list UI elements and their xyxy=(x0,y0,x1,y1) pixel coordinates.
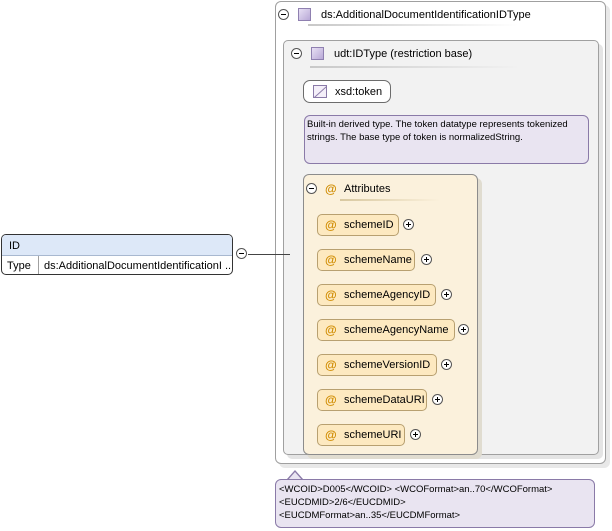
restriction-type-icon xyxy=(311,47,324,60)
attributes-group-label: Attributes xyxy=(344,183,391,195)
token-type-name: xsd:token xyxy=(335,86,383,98)
attribute-item-schemeid[interactable]: @ schemeID xyxy=(317,214,399,236)
attribute-expand-button[interactable] xyxy=(403,219,414,230)
complex-type-collapse-button[interactable] xyxy=(278,9,289,20)
restriction-collapse-button[interactable] xyxy=(291,48,302,59)
element-type-cell xyxy=(2,256,39,274)
attribute-expand-button[interactable] xyxy=(441,359,452,370)
attribute-item-schemeagencyid[interactable]: @ schemeAgencyID xyxy=(317,284,436,306)
element-collapse-button[interactable] xyxy=(236,248,247,259)
annotation-line: <WCOID>D005</WCOID> <WCOFormat>an..70</W… xyxy=(279,484,553,495)
attribute-at-icon: @ xyxy=(325,358,337,372)
attribute-label: schemeDataURI xyxy=(344,394,425,406)
attribute-item-schemeagencyname[interactable]: @ schemeAgencyName xyxy=(317,319,455,341)
attribute-item-schemeuri[interactable]: @ schemeURI xyxy=(317,424,405,446)
attribute-expand-button[interactable] xyxy=(410,429,421,440)
annotation-line: <EUCDMID>2/6</EUCDMID> xyxy=(279,497,406,508)
attribute-at-icon: @ xyxy=(325,253,337,267)
element-type-value: ds:AdditionalDocumentIdentificationI ... xyxy=(44,260,233,272)
attribute-label: schemeName xyxy=(344,254,412,266)
attribute-at-icon: @ xyxy=(325,288,337,302)
attributes-collapse-button[interactable] xyxy=(306,183,317,194)
attribute-label: schemeAgencyID xyxy=(344,289,431,301)
complex-type-name: ds:AdditionalDocumentIdentificationIDTyp… xyxy=(321,9,531,21)
attribute-label: schemeVersionID xyxy=(344,359,431,371)
connector-line xyxy=(248,254,290,255)
attribute-label: schemeAgencyName xyxy=(344,324,449,336)
restriction-divider xyxy=(310,66,520,68)
token-documentation: Built-in derived type. The token datatyp… xyxy=(304,115,589,164)
element-name: ID xyxy=(9,240,20,252)
attribute-expand-button[interactable] xyxy=(441,289,452,300)
attributes-divider xyxy=(340,199,440,201)
annotation-line: <EUCDMFormat>an..35</EUCDMFormat> xyxy=(279,510,461,521)
attribute-item-schemename[interactable]: @ schemeName xyxy=(317,249,415,271)
attribute-expand-button[interactable] xyxy=(421,254,432,265)
element-type-label: Type xyxy=(7,260,31,272)
simple-type-icon xyxy=(313,85,327,98)
element-id-box[interactable]: ID Type ds:AdditionalDocumentIdentificat… xyxy=(1,234,233,275)
annotation-pointer-fill xyxy=(288,472,302,480)
restriction-base-label: udt:IDType (restriction base) xyxy=(334,48,473,60)
attribute-item-schemedatauri[interactable]: @ schemeDataURI xyxy=(317,389,427,411)
element-annotation: <WCOID>D005</WCOID> <WCOFormat>an..70</W… xyxy=(275,479,595,528)
attribute-item-schemeversionid[interactable]: @ schemeVersionID xyxy=(317,354,437,376)
element-id-header xyxy=(2,235,232,256)
attribute-at-icon: @ xyxy=(325,323,337,337)
attribute-expand-button[interactable] xyxy=(458,324,469,335)
attribute-at-icon: @ xyxy=(325,182,337,196)
attribute-at-icon: @ xyxy=(325,393,337,407)
complex-type-icon xyxy=(298,8,311,21)
complex-type-divider xyxy=(308,24,518,26)
attribute-label: schemeURI xyxy=(344,429,402,441)
attribute-expand-button[interactable] xyxy=(432,394,443,405)
attribute-at-icon: @ xyxy=(325,218,337,232)
attribute-label: schemeID xyxy=(344,219,394,231)
attribute-at-icon: @ xyxy=(325,428,337,442)
